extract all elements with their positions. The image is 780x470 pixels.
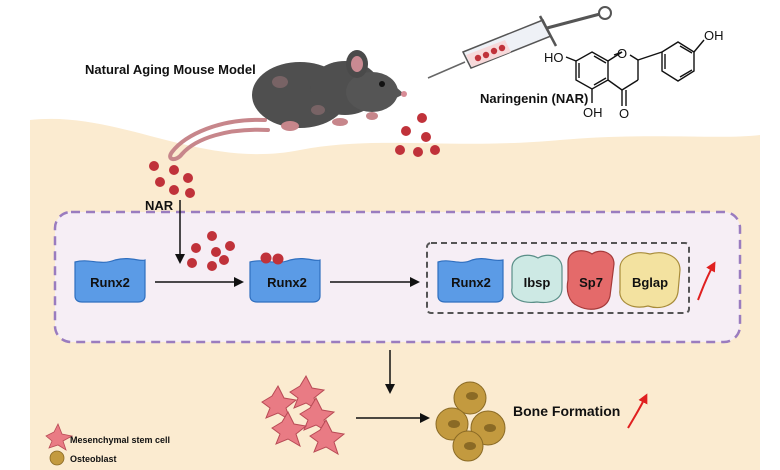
chem-oh-bottom: OH xyxy=(583,105,603,120)
outcome-label: Bone Formation xyxy=(513,403,620,419)
bone-formation-up-arrow-icon xyxy=(627,393,648,429)
compound-label: Naringenin (NAR) xyxy=(480,91,588,106)
sp7-shape xyxy=(566,250,615,310)
model-label: Natural Aging Mouse Model xyxy=(85,62,256,77)
ibsp-label: Ibsp xyxy=(524,275,551,290)
sp7-label: Sp7 xyxy=(579,275,603,290)
runx2-bound-label: Runx2 xyxy=(267,275,307,290)
chem-o-carbonyl: O xyxy=(619,106,629,121)
runx2-start-label: Runx2 xyxy=(90,275,130,290)
chem-ho-left: HO xyxy=(544,50,564,65)
ibsp-shape xyxy=(511,254,563,304)
nar-label: NAR xyxy=(145,198,174,213)
nar-bound-dot xyxy=(272,253,284,265)
chem-o-ring: O xyxy=(617,46,627,61)
chem-oh-top: OH xyxy=(704,28,724,43)
target-genes-box xyxy=(426,242,690,314)
nar-particles-cell xyxy=(187,231,235,271)
osteoblast-icon xyxy=(49,450,65,466)
naringenin-structure xyxy=(565,39,705,106)
runx2-target-shape xyxy=(437,257,504,303)
nar-particles-entry xyxy=(149,161,195,198)
syringe-icon xyxy=(427,6,612,79)
runx2-target-label: Runx2 xyxy=(451,275,491,290)
legend-msc-label: Mesenchymal stem cell xyxy=(70,435,170,445)
runx2-start-shape xyxy=(74,257,146,303)
legend-osteoblast-label: Osteoblast xyxy=(70,454,117,464)
mouse-icon xyxy=(168,50,407,161)
upregulation-arrow-icon xyxy=(697,261,716,301)
msc-cluster-icon xyxy=(261,374,346,456)
osteoblast-cluster-icon xyxy=(435,381,506,462)
bglap-shape xyxy=(619,252,681,309)
bglap-label: Bglap xyxy=(632,275,668,290)
mesenchymal-stem-cell-icon xyxy=(45,423,74,451)
nar-bound-dot xyxy=(260,252,272,264)
nar-particles-mouse xyxy=(395,113,440,157)
legend: Mesenchymal stem cell Osteoblast xyxy=(45,423,170,466)
